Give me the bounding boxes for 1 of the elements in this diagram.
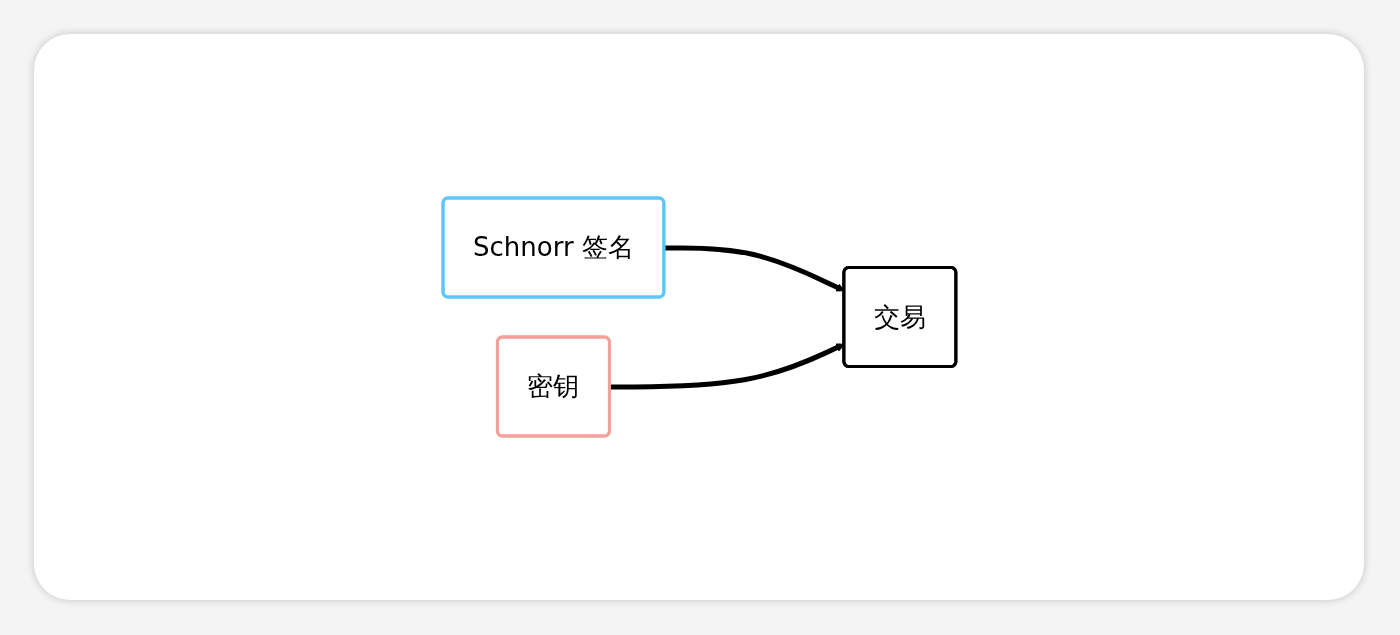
card-background: Schnorr 签名 密钥 交易: [34, 34, 1364, 600]
